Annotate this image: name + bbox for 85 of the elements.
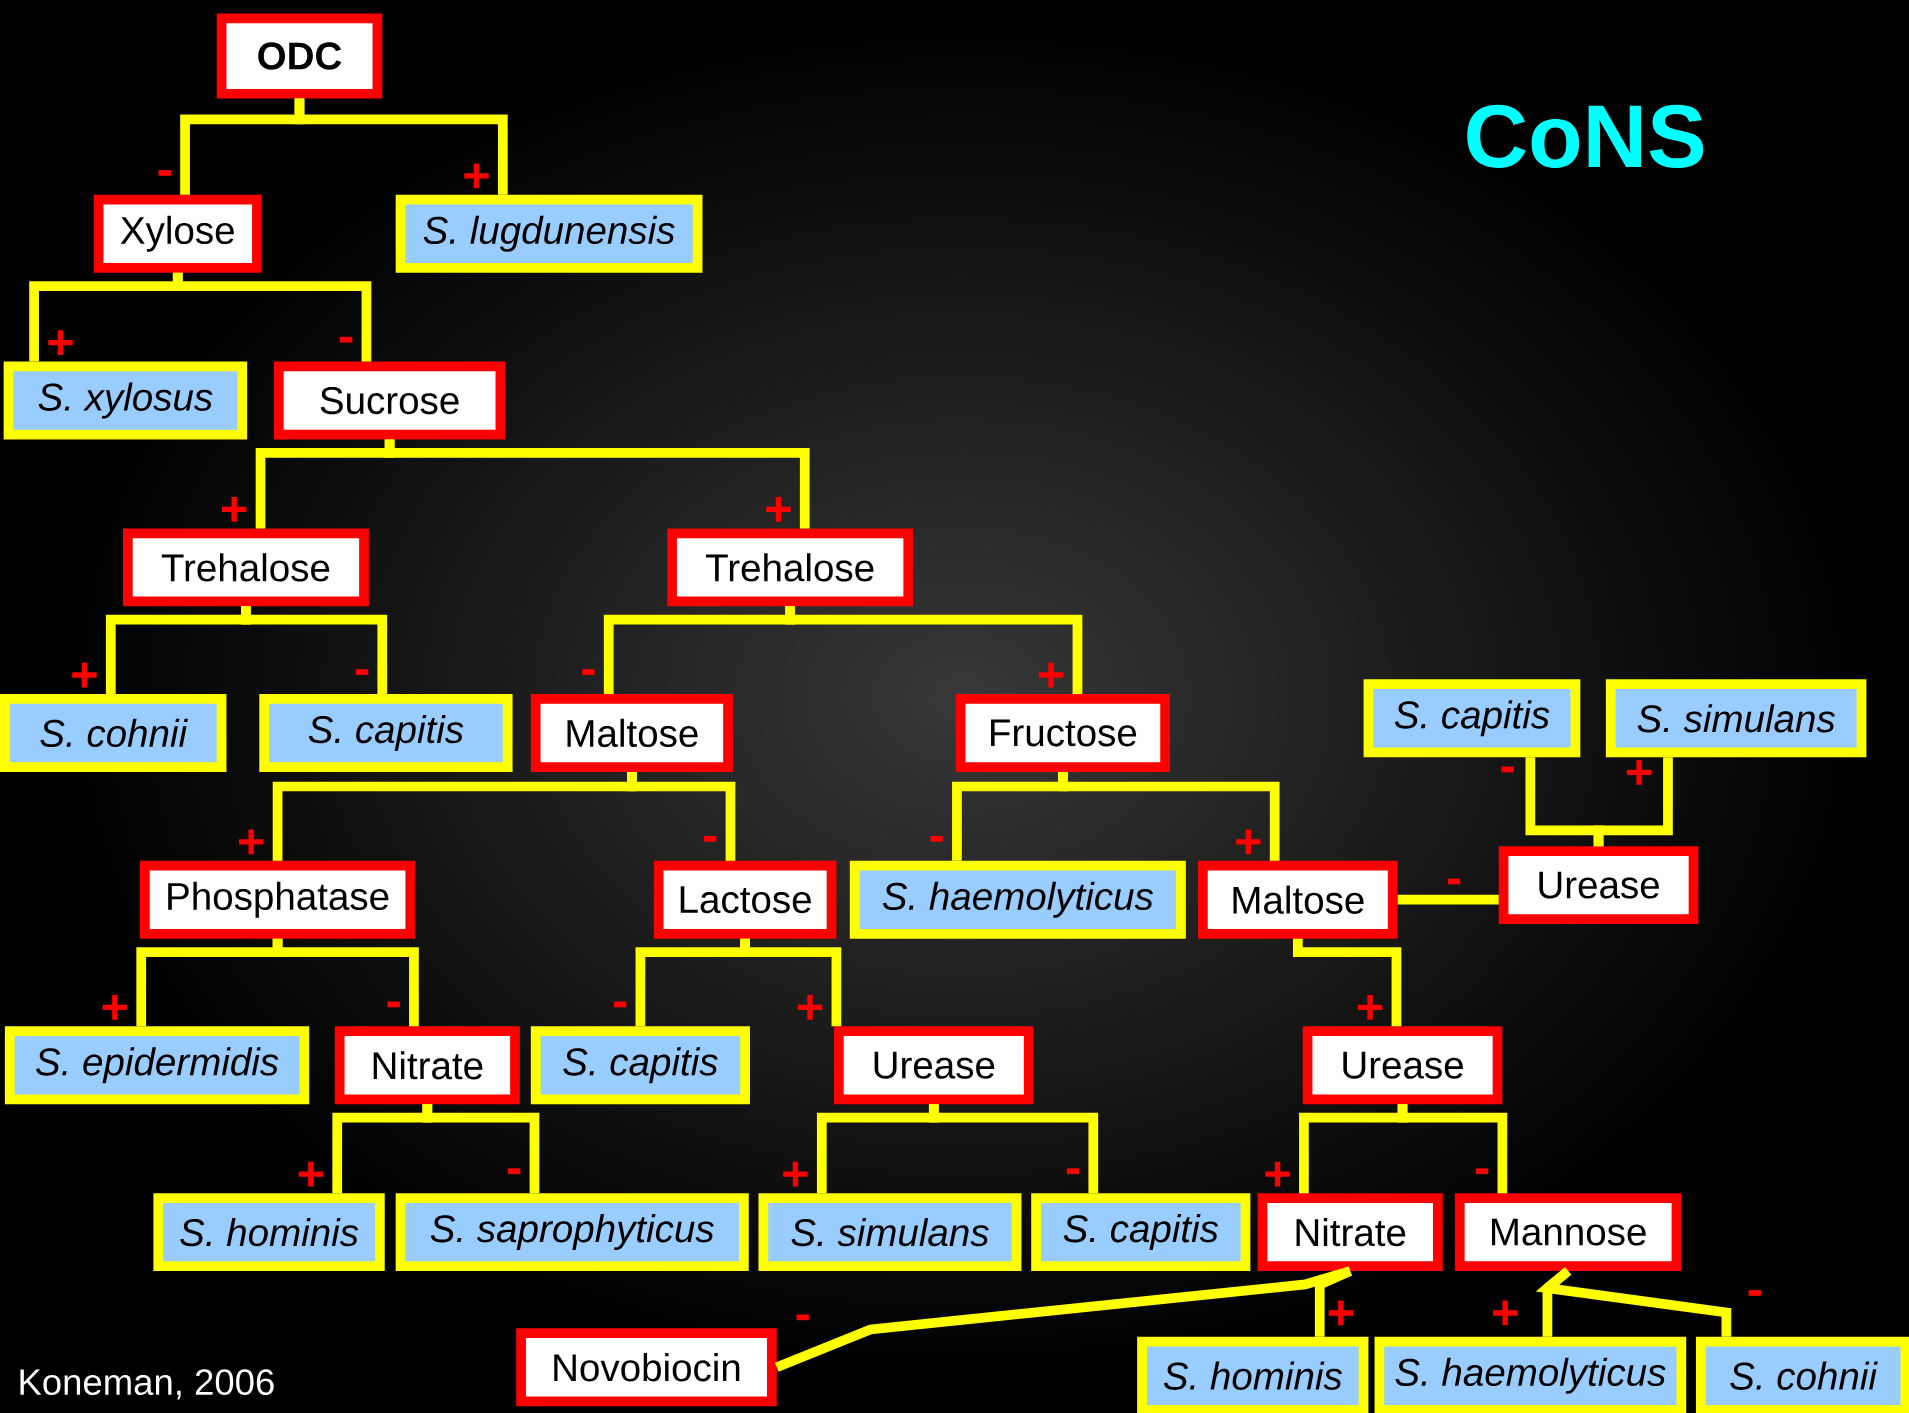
species-box: S. saprophyticus	[395, 1192, 749, 1271]
connector-line	[294, 98, 508, 195]
edge-label: +	[72, 662, 97, 688]
edge-label: +	[1626, 759, 1652, 785]
edge-label: +	[1265, 1161, 1290, 1187]
connector-line	[1058, 771, 1280, 861]
connector-line	[1535, 1267, 1732, 1337]
connector-line	[241, 606, 388, 694]
edge-label: -	[930, 835, 943, 842]
test-box: Trehalose	[667, 528, 914, 607]
title: CoNS	[1467, 104, 1704, 168]
test-box: Urease	[833, 1026, 1034, 1105]
species-box: S. simulans	[1605, 679, 1867, 758]
species-box: S. hominis	[153, 1192, 385, 1271]
test-box: ODC	[216, 13, 383, 99]
edge-label: -	[508, 1168, 521, 1174]
test-box: Maltose	[530, 693, 733, 772]
connector-line	[1314, 1266, 1353, 1337]
connector-line	[928, 1104, 1099, 1193]
test-box: Maltose	[1198, 860, 1398, 939]
species-box: S. capitis	[1363, 679, 1581, 758]
edge-label: +	[1328, 1300, 1354, 1326]
connector-line	[1397, 894, 1499, 905]
connector-line	[740, 938, 842, 1027]
edge-label: +	[783, 1161, 808, 1187]
edge-label: -	[1066, 1168, 1080, 1174]
species-box: S. capitis	[1031, 1192, 1251, 1271]
edge-label: +	[239, 829, 264, 854]
test-box: Phosphatase	[140, 860, 416, 939]
edge-label: -	[1748, 1289, 1761, 1296]
test-box: Urease	[1302, 1026, 1503, 1105]
edge-label: -	[796, 1314, 809, 1320]
edge-label: -	[355, 668, 369, 675]
connector-line	[1292, 938, 1402, 1027]
test-box: Nitrate	[334, 1026, 520, 1105]
species-box: S. xylosus	[3, 361, 248, 440]
species-box: S. haemolyticus	[849, 860, 1186, 939]
edge-label: -	[387, 1001, 400, 1008]
edge-label: -	[1447, 878, 1461, 885]
test-box: Nitrate	[1257, 1192, 1443, 1271]
edge-label: +	[1493, 1300, 1518, 1326]
caption: Koneman, 2006	[20, 1368, 274, 1400]
connector-line	[1397, 1104, 1508, 1193]
edge-label: -	[158, 169, 171, 176]
connector-line	[774, 1266, 1352, 1372]
connector-line	[422, 1104, 540, 1193]
edge-label: +	[298, 1161, 324, 1187]
species-box: S. cohnii	[1695, 1336, 1909, 1413]
edge-label: +	[464, 163, 489, 188]
species-box: S. capitis	[259, 693, 513, 772]
species-box: S. hominis	[1137, 1336, 1369, 1413]
edge-label: -	[1475, 1168, 1489, 1174]
test-box: Urease	[1498, 845, 1699, 924]
species-box: S. epidermidis	[4, 1026, 310, 1105]
test-box: Mannose	[1454, 1192, 1682, 1271]
edge-label: -	[613, 1001, 627, 1008]
test-box: Xylose	[93, 194, 262, 273]
edge-label: -	[340, 336, 353, 343]
edge-label: -	[1501, 766, 1514, 773]
test-box: Sucrose	[273, 361, 506, 440]
species-box: S. lugdunensis	[395, 194, 703, 273]
species-box: S. capitis	[530, 1026, 750, 1105]
connector-line	[272, 938, 419, 1027]
edge-label: +	[1357, 994, 1383, 1020]
connector-line	[785, 606, 1083, 694]
edge-label: -	[582, 668, 595, 675]
species-box: S. simulans	[758, 1192, 1022, 1271]
test-box: Fructose	[955, 693, 1170, 772]
connector-line	[384, 439, 810, 529]
edge-label: +	[48, 330, 73, 355]
test-box: Novobiocin	[516, 1328, 777, 1406]
connector-line	[627, 771, 736, 861]
edge-label: +	[1236, 829, 1261, 854]
test-box: Trehalose	[122, 528, 369, 607]
edge-label: +	[766, 496, 791, 522]
connector-line	[172, 272, 372, 362]
connector-line	[1593, 757, 1673, 846]
edge-label: +	[797, 994, 823, 1020]
edge-label: -	[704, 835, 717, 842]
edge-label: +	[1038, 662, 1064, 688]
test-box: Lactose	[653, 860, 837, 939]
edge-label: +	[102, 994, 128, 1020]
species-box: S. cohnii	[0, 693, 227, 772]
edge-label: +	[221, 496, 247, 522]
species-box: S. haemolyticus	[1374, 1336, 1687, 1413]
